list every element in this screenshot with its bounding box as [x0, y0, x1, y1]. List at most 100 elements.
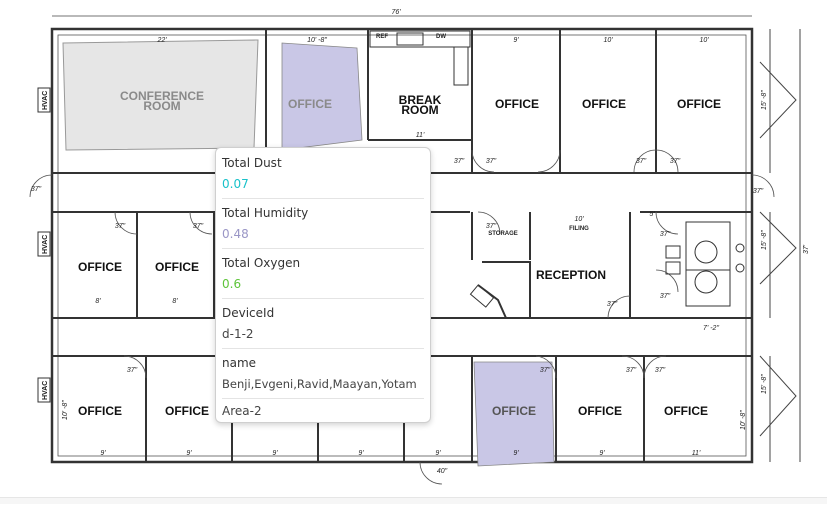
dim-37: 37": [454, 158, 465, 165]
dim-37: 37": [486, 158, 497, 165]
dim-15-8-vertical: 15' -8": [761, 230, 768, 250]
tooltip-device-label: DeviceId: [222, 306, 275, 320]
bottom-bar: [0, 497, 827, 504]
dim-37: 37": [540, 367, 551, 374]
mid-partitions: [136, 212, 631, 319]
dim-11: 11': [692, 450, 701, 457]
dim-37: 37": [626, 367, 637, 374]
tooltip-name-label: name: [222, 356, 257, 370]
dw-label: DW: [436, 34, 446, 40]
right-side-ramps: [759, 29, 801, 462]
tooltip-device-row: DeviceId d-1-2: [222, 306, 424, 341]
hvac-label-bottom: HVAC: [42, 381, 49, 400]
dim-37: 37": [607, 301, 618, 308]
dim-15-8-vertical: 15' -8": [761, 90, 768, 110]
office-label: OFFICE: [578, 404, 622, 418]
dim-37: 37": [670, 158, 681, 165]
reception-desk: [477, 284, 507, 319]
conference-room-label-line2: ROOM: [143, 99, 180, 113]
tooltip-divider: [222, 398, 424, 399]
tooltip-humidity-label: Total Humidity: [222, 206, 309, 220]
dim-37: 37": [660, 293, 671, 300]
dim-11: 11': [416, 132, 425, 139]
hvac-label-mid: HVAC: [42, 235, 49, 254]
tooltip-oxygen-row: Total Oxygen 0.6: [222, 256, 424, 291]
hvac-units: [37, 87, 51, 403]
dim-9: 9': [513, 450, 519, 457]
reception-label: RECEPTION: [536, 268, 606, 282]
dim-37: 37": [31, 186, 42, 193]
dim-5: 5': [649, 211, 655, 218]
tooltip-divider: [222, 248, 424, 249]
tooltip-humidity-row: Total Humidity 0.48: [222, 206, 424, 241]
tooltip-divider: [222, 298, 424, 299]
highlighted-office-top[interactable]: [281, 42, 363, 151]
dim-10-8: 10' -8": [307, 37, 327, 44]
dim-9: 9': [100, 450, 106, 457]
highlighted-office-bottom[interactable]: [473, 361, 555, 467]
break-room-label-line1: BREAK: [399, 93, 442, 107]
office-label: OFFICE: [78, 404, 122, 418]
office-label-highlighted-top: OFFICE: [288, 97, 332, 111]
door-swings: [29, 149, 775, 485]
dim-7-2: 7' -2": [703, 325, 719, 332]
dim-10-8-vertical-right: 10' -8": [740, 410, 747, 430]
dim-37: 37": [115, 223, 126, 230]
tooltip-name-value: Benji,Evgeni,Ravid,Maayan,Yotam: [222, 377, 417, 391]
dim-37ft-vertical: 37': [803, 244, 810, 254]
office-label: OFFICE: [165, 404, 209, 418]
break-room-label-line2: ROOM: [401, 103, 438, 117]
dim-37: 37": [636, 158, 647, 165]
dim-15-8-vertical: 15' -8": [761, 374, 768, 394]
storage-label: STORAGE: [488, 231, 518, 237]
tooltip-dust-value: 0.07: [222, 177, 249, 191]
outer-wall: [50, 27, 754, 464]
dim-9: 9': [599, 450, 605, 457]
tooltip-area-value: Area-2: [222, 404, 262, 418]
office-label: OFFICE: [664, 404, 708, 418]
dim-37: 37": [127, 367, 138, 374]
office-label: OFFICE: [582, 97, 626, 111]
dim-9: 9': [358, 450, 364, 457]
dim-8: 8': [172, 298, 178, 305]
dim-40: 40": [437, 468, 448, 475]
tooltip-oxygen-label: Total Oxygen: [222, 256, 301, 270]
sensor-tooltip: Total Dust 0.07 Total Humidity 0.48 Tota…: [215, 147, 431, 423]
tooltip-oxygen-value: 0.6: [222, 277, 242, 291]
dim-10: 10': [574, 216, 584, 223]
break-room-cabinets: [369, 30, 471, 86]
top-partitions: [265, 29, 657, 173]
filing-label: FILING: [569, 226, 589, 232]
dim-37: 37": [486, 223, 497, 230]
dim-9: 9': [272, 450, 278, 457]
dim-9: 9': [513, 37, 519, 44]
reception-counter: [469, 284, 495, 308]
tooltip-name-row: name Benji,Evgeni,Ravid,Maayan,Yotam: [222, 356, 424, 391]
dim-8: 8': [95, 298, 101, 305]
dim-10-8-vertical: 10' -8": [62, 400, 69, 420]
dim-37: 37": [753, 188, 764, 195]
dim-9: 9': [186, 450, 192, 457]
tooltip-divider: [222, 348, 424, 349]
dim-37: 37": [193, 223, 204, 230]
dim-22: 22': [156, 37, 167, 44]
tooltip-area-row: Area-2: [222, 404, 424, 418]
dim-10: 10': [603, 37, 613, 44]
dim-7: 9': [435, 450, 441, 457]
reception-wall: [482, 261, 531, 319]
inner-wall-line: [57, 34, 747, 457]
tooltip-device-value: d-1-2: [222, 327, 254, 341]
tooltip-dust-label: Total Dust: [222, 156, 282, 170]
office-label: OFFICE: [677, 97, 721, 111]
office-label-highlighted-bottom: OFFICE: [492, 404, 536, 418]
hvac-label-top: HVAC: [42, 91, 49, 110]
dim-10: 10': [699, 37, 709, 44]
ref-label: REF: [376, 34, 388, 40]
tooltip-humidity-value: 0.48: [222, 227, 249, 241]
tooltip-divider: [222, 198, 424, 199]
tooltip-dust-row: Total Dust 0.07: [222, 156, 424, 191]
dim-37: 37": [655, 367, 666, 374]
office-label: OFFICE: [495, 97, 539, 111]
dim-37: 37": [660, 231, 671, 238]
office-label: OFFICE: [155, 260, 199, 274]
